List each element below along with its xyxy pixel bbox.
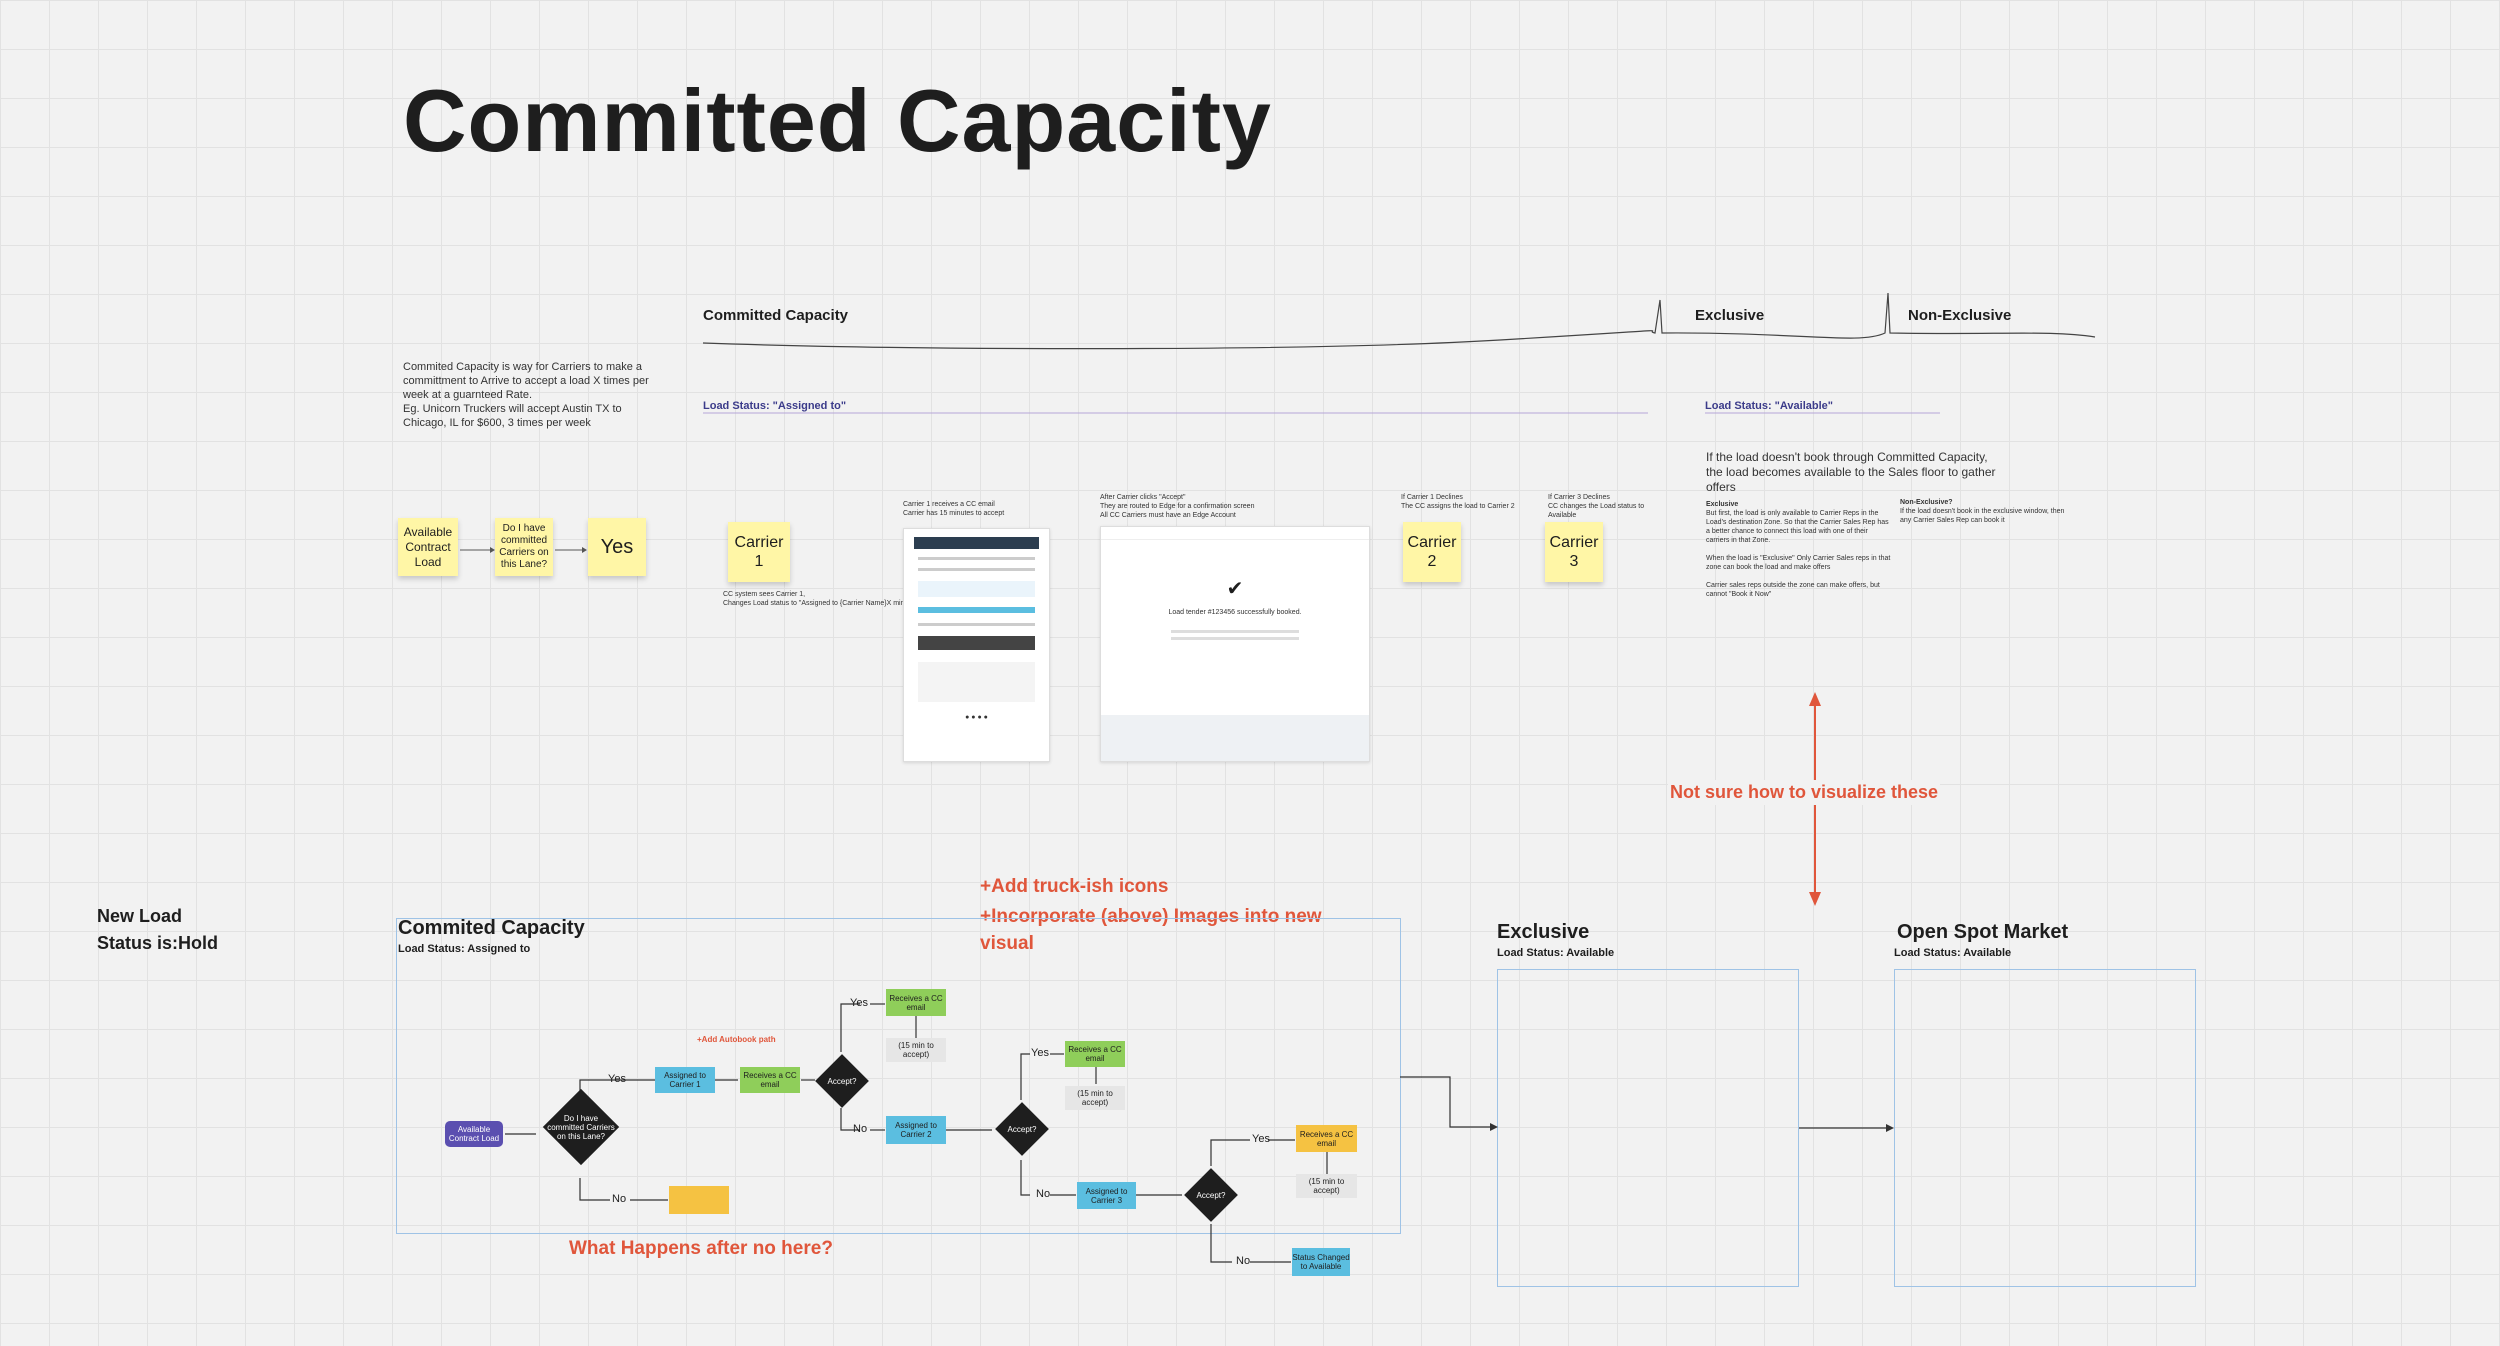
email-header-bar [914, 537, 1039, 549]
flow-assigned-carrier-1[interactable]: Assigned to Carrier 1 [655, 1067, 715, 1093]
accept-note: After Carrier clicks "Accept" They are r… [1100, 494, 1255, 519]
confirm-line [1171, 630, 1299, 633]
flow-accept-3-text: Accept? [1196, 1190, 1226, 1200]
not-sure-annotation: Not sure how to visualize these [1668, 780, 1941, 805]
new-load-line1: New Load [97, 906, 183, 926]
exclusive-note-heading: Exclusive [1706, 501, 1739, 508]
flow-available-load[interactable]: Available Contract Load [445, 1121, 503, 1147]
flow-yes-label-3: Yes [1031, 1047, 1049, 1059]
confirm-line [1171, 637, 1299, 640]
flow-accept-2-text: Accept? [1007, 1124, 1037, 1134]
sticky-available-load[interactable]: Available Contract Load [398, 518, 458, 576]
add-icons-annotation: +Add truck-ish icons [980, 876, 1169, 897]
flow-no-placeholder[interactable] [669, 1186, 729, 1214]
flow-yes-label-4: Yes [1252, 1133, 1270, 1145]
flow-15min-top: (15 min to accept) [886, 1038, 946, 1062]
exclusive-section-status: Load Status: Available [1497, 947, 1615, 959]
page-title: Committed Capacity [403, 71, 1272, 170]
email-line [918, 557, 1035, 560]
flow-receives-email-2[interactable]: Receives a CC email [1065, 1041, 1125, 1067]
timeline-committed-label: Committed Capacity [703, 307, 849, 324]
new-load-label: New Load Status is:Hold [97, 903, 218, 957]
what-happens-annotation: What Happens after no here? [569, 1238, 833, 1259]
intro-text: Commited Capacity is way for Carriers to… [403, 361, 649, 429]
non-exclusive-note: Non-Exclusive? If the load doesn't book … [1900, 498, 2075, 525]
timeline-exclusive-label: Exclusive [1695, 307, 1765, 324]
flow-assigned-carrier-2[interactable]: Assigned to Carrier 2 [886, 1116, 946, 1144]
carrier2-note: If Carrier 1 Declines The CC assigns the… [1401, 494, 1515, 510]
flow-status-changed[interactable]: Status Changed to Available [1292, 1248, 1350, 1276]
flow-question-text: Do I have committed Carriers on this Lan… [547, 1113, 615, 1141]
flow-15min-3: (15 min to accept) [1296, 1174, 1357, 1198]
committed-section-status: Load Status: Assigned to [398, 943, 531, 955]
exclusive-frame[interactable] [1497, 969, 1799, 1287]
email-footer-block [918, 662, 1035, 702]
exclusive-section-title: Exclusive [1497, 921, 1590, 943]
flow-no-label-2: No [853, 1123, 868, 1135]
email-dark-box [918, 636, 1035, 650]
email-line [918, 623, 1035, 626]
confirm-navbar [1101, 527, 1369, 540]
sticky-question[interactable]: Do I have committed Carriers on this Lan… [495, 518, 553, 576]
email-route-box [918, 581, 1035, 597]
non-exclusive-note-body: If the load doesn't book in the exclusiv… [1900, 508, 2065, 524]
incorporate-annotation: +Incorporate (above) Images into new vis… [980, 906, 1322, 954]
sticky-carrier-2[interactable]: Carrier 2 [1403, 522, 1461, 582]
exclusive-note-body: But first, the load is only available to… [1706, 510, 1891, 598]
flow-assigned-carrier-3[interactable]: Assigned to Carrier 3 [1077, 1182, 1136, 1209]
status-assigned-label: Load Status: "Assigned to" [703, 400, 847, 412]
flow-receives-email-top[interactable]: Receives a CC email [886, 989, 946, 1016]
flow-no-label: No [612, 1193, 627, 1205]
email-screenshot[interactable]: ● ● ● ● [903, 528, 1050, 762]
confirmation-screenshot[interactable]: ✔ Load tender #123456 successfully booke… [1100, 526, 1370, 762]
open-market-section-title: Open Spot Market [1897, 921, 2069, 943]
sticky-yes[interactable]: Yes [588, 518, 646, 576]
sticky-carrier-3[interactable]: Carrier 3 [1545, 522, 1603, 582]
flow-yes-label-2: Yes [850, 997, 868, 1009]
carrier1-note: CC system sees Carrier 1, Changes Load s… [723, 591, 911, 607]
confirm-text: Load tender #123456 successfully booked. [1168, 609, 1302, 616]
flow-receives-email-3[interactable]: Receives a CC email [1296, 1125, 1357, 1152]
exclusive-note: Exclusive But first, the load is only av… [1706, 500, 1891, 599]
email-accept-button[interactable] [918, 607, 1035, 613]
unbooked-note: If the load doesn't book through Committ… [1706, 450, 1996, 494]
committed-section-title: Commited Capacity [398, 917, 585, 939]
committed-capacity-frame[interactable] [396, 918, 1401, 1234]
sticky-carrier-1[interactable]: Carrier 1 [728, 522, 790, 582]
email-line [918, 568, 1035, 571]
email-social-icons: ● ● ● ● [965, 714, 988, 721]
carrier3-note: If Carrier 3 Declines CC changes the Loa… [1548, 494, 1645, 519]
new-load-line2: Status is:Hold [97, 933, 219, 953]
flow-no-label-4: No [1236, 1255, 1251, 1267]
email-note: Carrier 1 receives a CC email Carrier ha… [903, 501, 1005, 517]
status-available-label: Load Status: "Available" [1705, 400, 1833, 412]
open-market-frame[interactable] [1894, 969, 2196, 1287]
non-exclusive-note-heading: Non-Exclusive? [1900, 499, 1953, 506]
flow-no-label-3: No [1036, 1188, 1051, 1200]
flow-yes-label: Yes [608, 1073, 626, 1085]
confirm-footer [1101, 715, 1369, 761]
autobook-annotation: +Add Autobook path [697, 1035, 776, 1044]
flow-accept-1-text: Accept? [827, 1076, 857, 1086]
timeline-non-exclusive-label: Non-Exclusive [1908, 307, 2012, 324]
check-circle-icon: ✔ [1226, 578, 1244, 600]
flow-receives-email-1[interactable]: Receives a CC email [740, 1067, 800, 1093]
flow-15min-2: (15 min to accept) [1065, 1086, 1125, 1110]
open-market-section-status: Load Status: Available [1894, 947, 2012, 959]
